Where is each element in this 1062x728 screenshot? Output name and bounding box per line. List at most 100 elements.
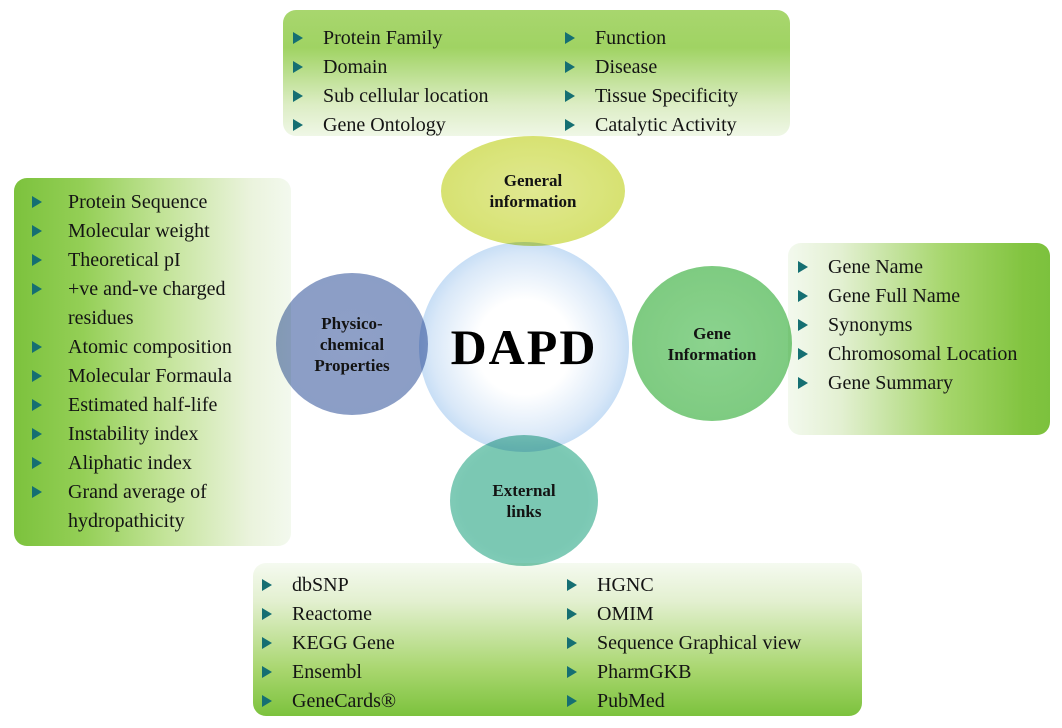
list-item-label: Atomic composition — [68, 336, 232, 358]
list-item: Sub cellular location — [293, 82, 555, 111]
list-item-label: Tissue Specificity — [595, 85, 739, 107]
triangle-bullet-icon — [565, 32, 575, 44]
external-links-label: External links — [450, 435, 598, 566]
list-item: Catalytic Activity — [565, 111, 783, 140]
triangle-bullet-icon — [262, 579, 272, 591]
triangle-bullet-icon — [565, 90, 575, 102]
triangle-bullet-icon — [262, 695, 272, 707]
list-item: Function — [565, 24, 783, 53]
gene-information-circle — [632, 266, 792, 421]
gene-information-label: Gene Information — [632, 266, 792, 421]
physico-properties-list: Protein Sequence Molecular weight Theore… — [32, 188, 270, 536]
list-item-label: Theoretical pI — [68, 249, 181, 271]
list-item-label: HGNC — [597, 574, 654, 596]
list-item-label: OMIM — [597, 603, 654, 625]
list-item-label: Molecular Formaula — [68, 365, 232, 387]
general-info-column-2: Function Disease Tissue Specificity Cata… — [565, 24, 783, 140]
external-links-circle — [450, 435, 598, 566]
physico-properties-circle — [276, 273, 428, 415]
label-line: chemical — [319, 334, 385, 354]
physico-properties-label: Physico- chemical Properties — [276, 273, 428, 415]
list-item-label: KEGG Gene — [292, 632, 395, 654]
general-info-column-1: Protein Family Domain Sub cellular locat… — [293, 24, 555, 140]
list-item-label: PharmGKB — [597, 661, 692, 683]
triangle-bullet-icon — [32, 370, 42, 382]
list-item: +ve and-ve charged residues — [32, 275, 270, 333]
list-item-label: GeneCards® — [292, 690, 397, 712]
triangle-bullet-icon — [798, 377, 808, 389]
triangle-bullet-icon — [32, 254, 42, 266]
triangle-bullet-icon — [32, 225, 42, 237]
list-item-label: Estimated half-life — [68, 394, 218, 416]
list-item-label: Synonyms — [828, 314, 913, 336]
list-item-label: Gene Summary — [828, 372, 953, 394]
triangle-bullet-icon — [798, 348, 808, 360]
list-item: dbSNP — [262, 571, 552, 600]
triangle-bullet-icon — [32, 486, 42, 498]
list-item: Estimated half-life — [32, 391, 270, 420]
list-item: PubMed — [567, 687, 853, 716]
list-item: Disease — [565, 53, 783, 82]
list-item: PharmGKB — [567, 658, 853, 687]
triangle-bullet-icon — [32, 428, 42, 440]
list-item: Gene Summary — [798, 369, 1024, 398]
list-item-label: Gene Full Name — [828, 285, 961, 307]
list-item: Molecular weight — [32, 217, 270, 246]
triangle-bullet-icon — [565, 61, 575, 73]
label-line: External — [492, 480, 556, 500]
triangle-bullet-icon — [32, 457, 42, 469]
list-item-label: Protein Sequence — [68, 191, 208, 213]
triangle-bullet-icon — [565, 119, 575, 131]
list-item: Grand average of hydropathicity — [32, 478, 270, 536]
label-line: Physico- — [321, 313, 383, 333]
list-item-label: Disease — [595, 56, 658, 78]
list-item-label: Domain — [323, 56, 388, 78]
triangle-bullet-icon — [798, 319, 808, 331]
triangle-bullet-icon — [798, 290, 808, 302]
list-item: KEGG Gene — [262, 629, 552, 658]
physico-properties-box: Protein Sequence Molecular weight Theore… — [14, 178, 291, 546]
triangle-bullet-icon — [32, 196, 42, 208]
list-item: Ensembl — [262, 658, 552, 687]
list-item-label: +ve and-ve charged residues — [68, 278, 226, 329]
triangle-bullet-icon — [567, 579, 577, 591]
external-links-column-1: dbSNP Reactome KEGG Gene Ensembl GeneCar… — [262, 571, 552, 716]
list-item: Protein Family — [293, 24, 555, 53]
dapd-center-circle — [419, 242, 629, 452]
list-item: Gene Ontology — [293, 111, 555, 140]
list-item-label: Function — [595, 27, 667, 49]
label-line: information — [489, 192, 577, 211]
list-item-label: Gene Name — [828, 256, 923, 278]
triangle-bullet-icon — [293, 32, 303, 44]
triangle-bullet-icon — [567, 637, 577, 649]
list-item: Instability index — [32, 420, 270, 449]
list-item: Synonyms — [798, 311, 1024, 340]
list-item: HGNC — [567, 571, 853, 600]
list-item-label: Ensembl — [292, 661, 362, 683]
list-item-label: Reactome — [292, 603, 372, 625]
list-item-label: Sub cellular location — [323, 85, 489, 107]
list-item-label: Catalytic Activity — [595, 114, 737, 136]
list-item-label: Chromosomal Location — [828, 343, 1018, 365]
triangle-bullet-icon — [293, 119, 303, 131]
list-item-label: Aliphatic index — [68, 452, 192, 474]
list-item: OMIM — [567, 600, 853, 629]
label-line: General — [503, 171, 563, 190]
list-item: GeneCards® — [262, 687, 552, 716]
list-item: Protein Sequence — [32, 188, 270, 217]
triangle-bullet-icon — [798, 261, 808, 273]
label-line: Properties — [314, 355, 390, 375]
general-information-label: General information — [441, 136, 625, 246]
dapd-title: DAPD — [450, 319, 598, 375]
list-item-label: PubMed — [597, 690, 665, 712]
list-item: Reactome — [262, 600, 552, 629]
label-line: links — [506, 501, 542, 521]
list-item: Sequence Graphical view — [567, 629, 853, 658]
list-item-label: Gene Ontology — [323, 114, 446, 136]
triangle-bullet-icon — [32, 341, 42, 353]
label-line: Information — [667, 344, 757, 364]
triangle-bullet-icon — [32, 399, 42, 411]
list-item: Gene Name — [798, 253, 1024, 282]
triangle-bullet-icon — [262, 637, 272, 649]
